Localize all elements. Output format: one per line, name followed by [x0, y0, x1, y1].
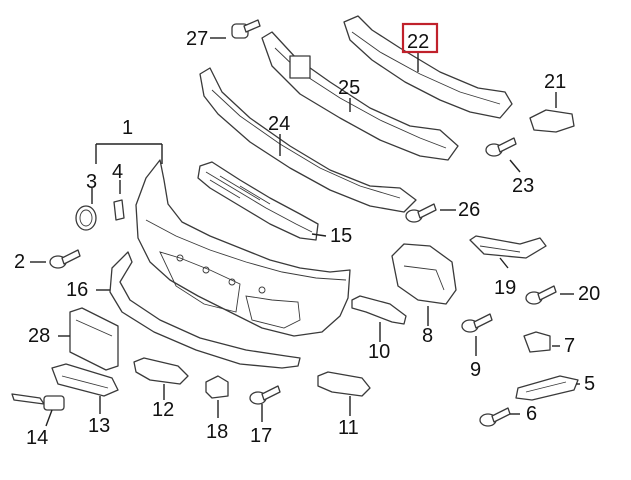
part-21-cap	[529, 109, 575, 133]
callout-13: 13	[88, 415, 110, 437]
part-4-clip	[113, 199, 125, 221]
highlight-box-22	[401, 22, 439, 54]
part-1-bumper-cover	[135, 159, 351, 337]
part-5-bracket	[515, 375, 579, 401]
part-10-trim	[351, 295, 407, 325]
part-18-clip	[205, 375, 229, 399]
beam-mount	[289, 55, 311, 79]
callout-12: 12	[152, 399, 174, 421]
callout-17: 17	[250, 425, 272, 447]
callout-11: 11	[338, 417, 359, 439]
callout-10: 10	[368, 341, 390, 363]
part-15-grille	[197, 161, 319, 241]
callout-7: 7	[564, 335, 575, 357]
part-3-cap	[75, 205, 97, 231]
part-8-housing	[391, 243, 457, 305]
callout-6: 6	[526, 403, 537, 425]
callout-18: 18	[206, 421, 228, 443]
callout-15: 15	[330, 225, 352, 247]
callout-3: 3	[86, 171, 97, 193]
callout-2: 2	[14, 251, 25, 273]
part-13-bracket	[51, 363, 119, 397]
callout-21: 21	[544, 71, 566, 93]
callout-5: 5	[584, 373, 595, 395]
callout-4: 4	[112, 161, 123, 183]
part-25-impact-beam	[261, 31, 459, 161]
callout-16: 16	[66, 279, 88, 301]
part-16-lower-lip	[109, 251, 301, 369]
callout-24: 24	[268, 113, 290, 135]
part-9-screw	[461, 313, 493, 333]
callout-28: 28	[28, 325, 50, 347]
callout-14: 14	[26, 427, 48, 449]
part-19-bracket	[469, 235, 547, 259]
callout-23: 23	[512, 175, 534, 197]
callout-19: 19	[494, 277, 516, 299]
part-11-trim	[317, 371, 371, 397]
part-24-absorber	[199, 67, 417, 213]
part-14-sensor	[11, 393, 65, 411]
part-12-trim	[133, 357, 189, 385]
callout-20: 20	[578, 283, 600, 305]
callout-22: 22	[407, 31, 429, 53]
part-6-screw	[479, 407, 511, 427]
part-28-plate-holder	[69, 307, 119, 371]
callout-8: 8	[422, 325, 433, 347]
callout-labels: 27 22 21 25 24 1 23 3 4 26 15 2 16 19 20…	[14, 28, 600, 449]
part-7-clip	[523, 331, 551, 353]
callout-26: 26	[458, 199, 480, 221]
leader-lines	[30, 37, 580, 427]
part-23-screw	[485, 137, 517, 157]
callout-9: 9	[470, 359, 481, 381]
part-26-screw	[405, 203, 437, 223]
part-2-screw	[49, 249, 81, 269]
part-22-bracket	[343, 15, 513, 119]
part-20-screw	[525, 285, 557, 305]
part-27-screw	[231, 19, 261, 39]
callout-1: 1	[122, 117, 133, 139]
part-17-screw	[249, 385, 281, 405]
callout-25: 25	[338, 77, 360, 99]
callout-27: 27	[186, 28, 208, 50]
